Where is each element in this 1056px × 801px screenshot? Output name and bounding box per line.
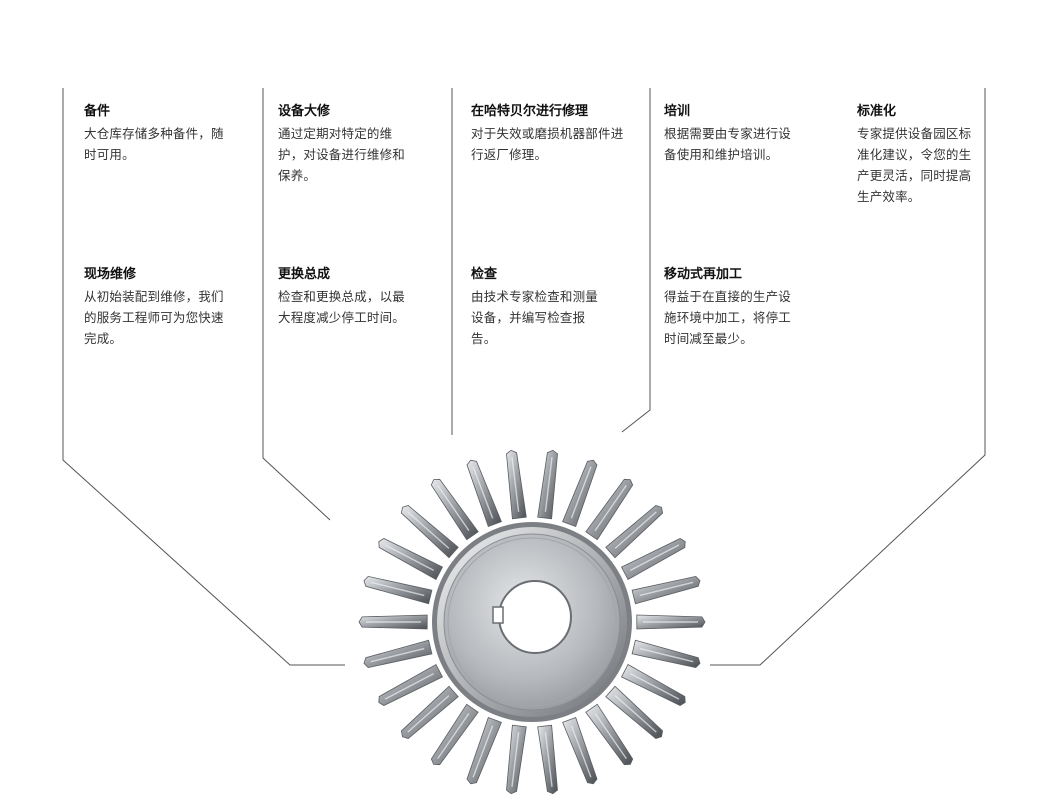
gear-tooth-ridge [594,485,627,531]
gear-tooth-ridge [629,672,680,700]
service-desc: 检查和更换总成，以最大程度减少停工时间。 [278,289,406,325]
gear-tooth [363,575,433,605]
service-desc: 从初始装配到维修，我们的服务工程师可为您快速完成。 [84,289,224,346]
gear-tooth [537,449,558,520]
gear-tooth-ridge [437,485,470,531]
service-title: 更换总成 [278,267,331,282]
gear-tooth [466,716,502,785]
gear-tooth-ridge [384,544,435,572]
gear-tooth-ridge [437,713,470,759]
service-desc: 由技术专家检查和测量设备，并编写检查报告。 [471,289,599,346]
service-assembly-replacement: 更换总成 检查和更换总成，以最大程度减少停工时间。 [278,266,408,328]
service-title: 移动式再加工 [664,267,743,282]
gear-tooth [562,459,598,528]
gear-tooth [506,449,527,520]
gear-tooth-ridge [511,732,520,787]
gear-tooth-ridge [639,647,694,663]
service-inspection: 检查 由技术专家检查和测量设备，并编写检查报告。 [471,266,601,349]
gear-tooth [466,459,502,528]
gear-tooth-ridge [594,713,627,759]
service-desc: 得益于在直接的生产设施环境中加工，将停工时间减至最少。 [664,289,792,346]
service-title: 现场维修 [84,267,137,282]
gear-keyway [492,606,504,624]
gear-tooth-ridge [407,695,450,733]
service-spare-parts: 备件 大仓库存储多种备件，随时可用。 [84,103,234,165]
service-title: 在哈特贝尔进行修理 [471,104,589,119]
gear-tooth-ridge [570,725,592,778]
gear-tooth [506,724,527,795]
gear-tooth-ridge [614,695,657,733]
connector-line-1 [62,88,345,666]
connector-line-5 [710,88,986,666]
gear-tooth-ridge [472,725,494,778]
service-title: 培训 [664,104,691,119]
bevel-gear-image [358,449,706,795]
service-title: 检查 [471,267,498,282]
service-overhaul: 设备大修 通过定期对特定的维护，对设备进行维修和保养。 [278,103,413,186]
gear-teeth [358,449,706,795]
service-mobile-reprocessing: 移动式再加工 得益于在直接的生产设施环境中加工，将停工时间减至最少。 [664,266,799,349]
gear-tooth-ridge [384,672,435,700]
connector-line-4 [621,88,651,433]
connector-line-2 [262,88,331,521]
gear-tooth-ridge [370,581,425,597]
service-desc: 通过定期对特定的维护，对设备进行维修和保养。 [278,126,406,183]
gear-bore [498,580,572,654]
service-desc: 专家提供设备园区标准化建议，令您的生产更灵活，同时提高生产效率。 [857,126,972,204]
service-standardization: 标准化 专家提供设备园区标准化建议，令您的生产更灵活，同时提高生产效率。 [857,103,977,207]
service-title: 备件 [84,104,111,119]
service-factory-repair: 在哈特贝尔进行修理 对于失效或磨损机器部件进行返厂修理。 [471,103,626,165]
gear-tooth [363,639,433,669]
gear-tooth-ridge [407,511,450,549]
service-onsite-repair: 现场维修 从初始装配到维修，我们的服务工程师可为您快速完成。 [84,266,224,349]
gear-tooth-ridge [614,511,657,549]
service-desc: 对于失效或磨损机器部件进行返厂修理。 [471,126,624,162]
gear-tooth [631,639,701,669]
gear-tooth-ridge [639,581,694,597]
gear-tooth-ridge [629,544,680,572]
service-training: 培训 根据需要由专家进行设备使用和维护培训。 [664,103,799,165]
gear-tooth-ridge [544,732,553,787]
gear-tooth-ridge [370,647,425,663]
gear-tooth [537,724,558,795]
gear-tooth [631,575,701,605]
service-title: 标准化 [857,104,897,119]
service-title: 设备大修 [278,104,331,119]
gear-tooth-ridge [511,457,520,512]
gear-hub-groove [447,537,617,707]
gear-tooth-ridge [570,466,592,519]
service-desc: 根据需要由专家进行设备使用和维护培训。 [664,126,792,162]
gear-tooth-ridge [544,457,553,512]
gear-tooth-ridge [472,466,494,519]
service-desc: 大仓库存储多种备件，随时可用。 [84,126,224,162]
gear-tooth [562,716,598,785]
